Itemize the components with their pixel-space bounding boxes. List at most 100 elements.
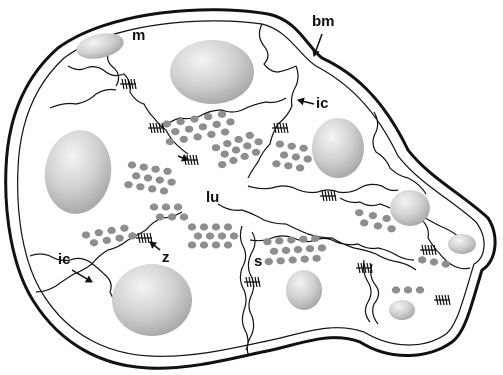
granule (204, 113, 212, 120)
nucleus-left (39, 126, 116, 218)
granule (107, 227, 115, 234)
granule (167, 179, 175, 186)
granule (212, 144, 220, 151)
granule (200, 223, 208, 230)
granule (212, 241, 220, 248)
granule (294, 246, 302, 253)
granule (288, 143, 296, 150)
granule (270, 248, 278, 255)
granule (404, 286, 412, 293)
granule (128, 161, 136, 168)
granule (289, 256, 297, 263)
label-lu: lu (206, 189, 219, 206)
granule (128, 232, 136, 239)
granule (82, 231, 90, 238)
granule (171, 128, 179, 135)
granule (276, 141, 284, 148)
granule (299, 145, 307, 152)
granule (392, 286, 400, 293)
granule (194, 232, 202, 239)
granule (430, 258, 438, 265)
granule (156, 177, 164, 184)
junction-mark (120, 79, 136, 89)
granule (90, 239, 98, 246)
granule (193, 133, 201, 140)
granule (206, 232, 214, 239)
granule (151, 166, 159, 173)
granule (218, 232, 226, 239)
granule (188, 223, 196, 230)
granule (218, 161, 226, 168)
granule (311, 235, 319, 242)
granule (207, 131, 215, 138)
granule (301, 256, 309, 263)
junction-mark (182, 155, 198, 165)
granule (221, 151, 229, 158)
granule (176, 118, 184, 125)
granule (292, 153, 300, 160)
granule (213, 121, 221, 128)
granule (418, 256, 426, 263)
granule (387, 225, 395, 232)
granule (190, 116, 198, 123)
granule (132, 172, 140, 179)
granule (174, 203, 182, 210)
granule (254, 138, 262, 145)
granule (287, 236, 295, 243)
granule (304, 156, 312, 163)
granule (277, 257, 285, 264)
junction-mark (136, 233, 152, 243)
granule (416, 286, 424, 293)
granule (252, 149, 260, 156)
granule (284, 162, 292, 169)
label-ic-upper: ic (316, 95, 329, 112)
granule (369, 212, 377, 219)
junction-mark (244, 277, 260, 287)
granule (360, 219, 368, 226)
granule (150, 203, 158, 210)
label-bm: bm (312, 13, 335, 30)
granule (318, 244, 326, 251)
granule (103, 237, 111, 244)
granule (162, 203, 170, 210)
junction-mark (434, 295, 450, 305)
granule (166, 138, 174, 145)
granule (144, 174, 152, 181)
granule (382, 215, 390, 222)
granule (374, 222, 382, 229)
boundary-top-right (248, 66, 298, 178)
granule (230, 232, 238, 239)
granule (221, 128, 229, 135)
boundary-center-right (248, 184, 398, 192)
nucleus-right-upper (312, 118, 364, 178)
granule (160, 187, 168, 194)
granule (280, 151, 288, 158)
granule (265, 258, 273, 265)
granule (140, 164, 148, 171)
boundary-lower-center-2 (240, 226, 248, 350)
granule (243, 142, 251, 149)
granule (188, 241, 196, 248)
junction-mark (148, 123, 164, 133)
granule (120, 225, 128, 232)
granule (168, 213, 176, 220)
arrow-z (150, 242, 160, 250)
boundary-top-left-2 (108, 54, 119, 86)
granule (299, 236, 307, 243)
granule (442, 261, 450, 268)
boundary-upper-left-cell (50, 90, 116, 109)
label-m: m (132, 27, 145, 44)
boundary-lower-right (364, 260, 372, 322)
granule (246, 132, 254, 139)
granule (212, 223, 220, 230)
granule (296, 164, 304, 171)
boundary-right-upper (373, 112, 426, 194)
granule (272, 160, 280, 167)
granule (229, 157, 237, 164)
granule (306, 245, 314, 252)
nucleus-lower-right (389, 300, 415, 320)
granule (200, 241, 208, 248)
granule (241, 153, 249, 160)
